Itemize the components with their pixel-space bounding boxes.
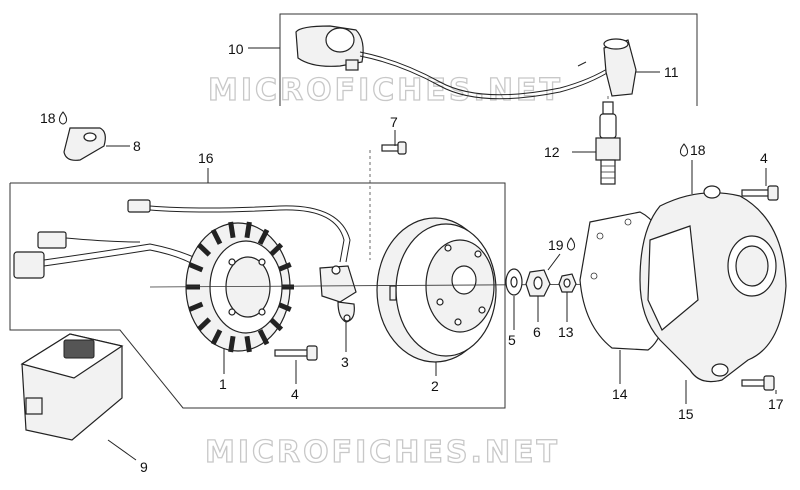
callout-7: 7 [390,114,398,130]
stator-tooth [244,221,252,239]
stator [185,221,294,353]
callout-10: 10 [228,41,244,57]
callout-16: 16 [198,150,214,166]
cdi-unit [20,333,124,441]
callout-19: 19 [548,237,564,253]
stator-tooth [188,262,204,273]
coil-group-bracket [279,13,698,106]
callout-11: 11 [664,64,679,80]
generator-cover [639,185,787,383]
screw-17 [741,375,775,391]
oil-drop-icon [58,111,68,125]
pickup-sensor [319,265,357,323]
stator-tooth [257,228,270,245]
stator-tooth [210,228,223,245]
assembly-axis [149,283,641,288]
callout-15: 15 [678,406,694,422]
stator-tooth [228,335,236,353]
oil-drop-icon [566,237,576,251]
screw-7 [369,141,407,260]
watermark-bottom: MICROFICHES.NET [205,435,560,470]
callout-3: 3 [341,354,349,370]
oil-drop-icon [679,143,689,157]
callout-13: 13 [558,324,574,340]
ignition-coil [295,25,637,100]
screw-4-left [274,345,318,361]
stator-tooth [196,242,212,257]
leader-lines [106,47,777,461]
callout-5: 5 [508,332,516,348]
callout-17: 17 [768,396,784,412]
stator-tooth [257,329,270,346]
stator-tooth [268,242,284,257]
callout-14: 14 [612,386,628,402]
stator-tooth [188,301,204,312]
stator-tooth [196,317,212,332]
stator-tooth [210,329,223,346]
callout-9: 9 [140,459,148,475]
callout-6: 6 [533,324,541,340]
wiring-harness [13,199,351,279]
stator-tooth [268,317,284,332]
flywheel [376,217,497,363]
callout-18-right: 18 [690,142,706,158]
stator-tooth [244,335,252,353]
callout-2: 2 [431,378,439,394]
callout-4-left: 4 [291,386,299,402]
callout-1: 1 [219,376,227,392]
callout-12: 12 [544,144,560,160]
callout-4-right: 4 [760,150,768,166]
stator-group-outline [9,182,506,409]
callout-18-left: 18 [40,110,56,126]
spark-plug [595,96,621,185]
callout-8: 8 [133,138,141,154]
cable-clip [63,127,106,161]
stator-tooth [228,221,236,239]
watermark-top: MICROFICHES.NET [208,73,563,108]
screw-4-right [741,185,779,201]
